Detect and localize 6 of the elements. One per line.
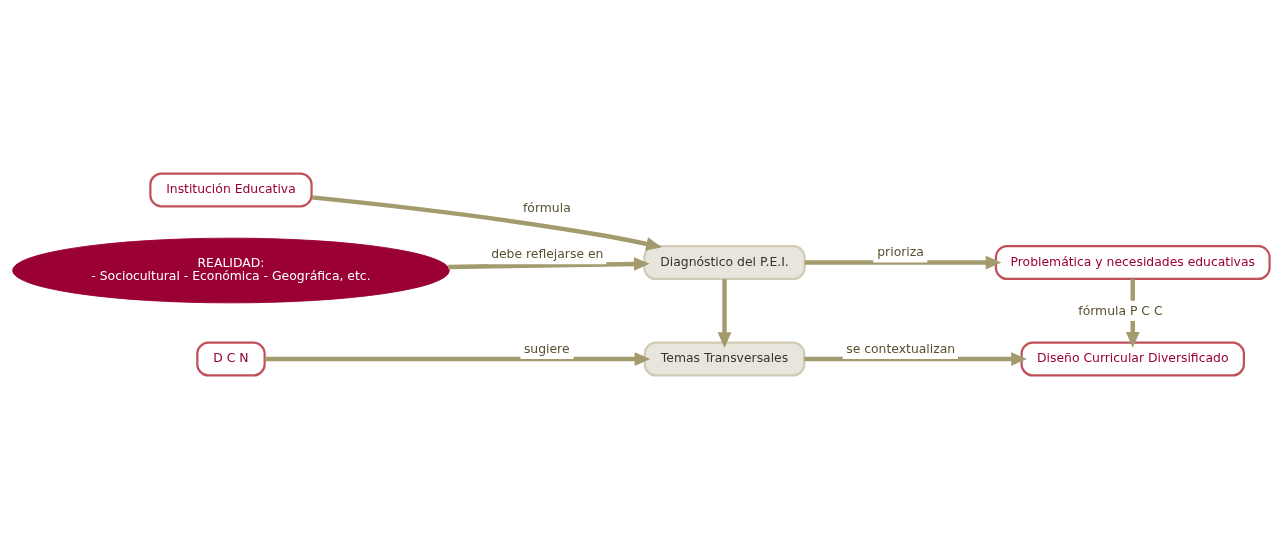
edge-label: se contextualizan — [846, 340, 956, 356]
edge-label: debe reflejarse en — [491, 245, 604, 261]
edge-label: fórmula — [523, 199, 571, 215]
edge-label: sugiere — [523, 340, 570, 356]
edge-label: prioriza — [877, 243, 924, 259]
edge-label: fórmula P C C — [1078, 302, 1163, 318]
